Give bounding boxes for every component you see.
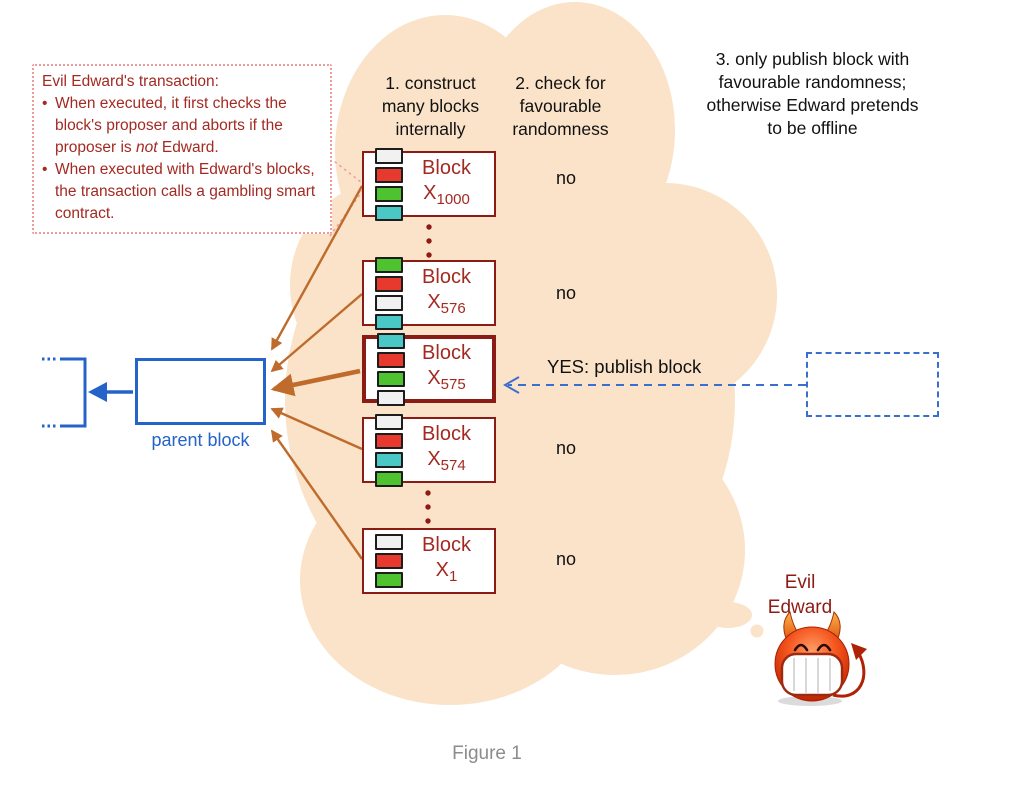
result-no-x574: no — [556, 438, 577, 458]
tx-square — [375, 470, 403, 487]
tx-square — [375, 185, 403, 202]
tx-square — [375, 432, 403, 449]
publish-arrow — [502, 376, 806, 394]
tx-square — [375, 553, 403, 569]
tx-square — [375, 572, 403, 588]
block-label: Block X1000 — [422, 157, 471, 208]
thought-bubble-small — [750, 624, 764, 638]
block-x1000: Block X1000 — [362, 147, 496, 221]
block-x575-highlighted: Block X575 — [362, 332, 496, 406]
tx-square — [375, 534, 403, 550]
block-x574: Block X574 — [362, 413, 496, 487]
bullet-text: When executed with Edward's blocks, the … — [55, 161, 316, 222]
result-no-x1000: no — [556, 168, 577, 188]
block-x1: Block X1 — [362, 528, 496, 594]
transaction-squares — [375, 147, 403, 221]
bullet-text: When executed, it first checks the block… — [55, 95, 287, 156]
parent-block-label: parent block — [151, 430, 250, 450]
ellipsis-dots — [425, 224, 432, 524]
devil-teeth — [793, 658, 831, 693]
block-label: Block X575 — [422, 342, 471, 393]
step-3-header: 3. only publish block with favourable ra… — [706, 49, 919, 138]
tx-square — [375, 256, 403, 273]
block-subscript: 576 — [440, 300, 466, 317]
block-subscript: 575 — [440, 376, 466, 393]
block-subscript: 1000 — [436, 191, 470, 208]
block-subscript: 1 — [449, 568, 458, 585]
chain-left-bracket — [42, 357, 87, 428]
devil-tail — [832, 651, 866, 698]
tx-square — [377, 351, 405, 368]
callout-bullet-1: • When executed, it first checks the blo… — [42, 93, 322, 159]
tx-square — [375, 275, 403, 292]
figure-caption: Figure 1 — [452, 743, 522, 764]
block-label: Block X574 — [422, 423, 471, 474]
devil-eye-left — [793, 643, 809, 652]
tx-square — [377, 332, 405, 349]
tx-square — [375, 147, 403, 164]
block-subscript: 574 — [440, 457, 466, 474]
tx-square — [377, 389, 405, 406]
devil-tail-tip — [851, 643, 867, 660]
tx-square — [375, 204, 403, 221]
callout-title: Evil Edward's transaction: — [42, 73, 219, 90]
character-name: Evil Edward — [767, 572, 833, 618]
parent-to-previous-arrow — [88, 382, 133, 402]
transaction-squares — [375, 413, 403, 487]
tx-square — [375, 313, 403, 330]
tx-square — [377, 370, 405, 387]
devil-emoji — [774, 610, 867, 706]
block-label: Block X1 — [422, 534, 471, 585]
bullet-marker: • — [42, 161, 48, 178]
result-yes-publish: YES: publish block — [547, 356, 702, 377]
parent-block — [135, 358, 266, 425]
callout-bullet-2: • When executed with Edward's blocks, th… — [42, 159, 322, 225]
step-2-header: 2. check for favourable randomness — [512, 73, 609, 139]
block-label: Block X576 — [422, 266, 471, 317]
transaction-squares — [375, 534, 403, 588]
tx-square — [375, 413, 403, 430]
devil-eye-right — [816, 643, 832, 652]
tx-square — [375, 166, 403, 183]
result-no-x576: no — [556, 283, 577, 303]
transaction-squares — [375, 256, 403, 330]
step-1-header: 1. construct many blocks internally — [381, 73, 480, 139]
tx-square — [375, 451, 403, 468]
transaction-squares — [377, 332, 405, 406]
thick-arrow-x575 — [270, 368, 361, 397]
thought-bubble-medium — [704, 602, 752, 628]
tx-square — [375, 294, 403, 311]
devil-grin — [780, 652, 844, 697]
block-to-parent-arrows — [270, 185, 364, 560]
block-x576: Block X576 — [362, 256, 496, 330]
bullet-marker: • — [42, 95, 48, 112]
published-block-placeholder — [806, 352, 939, 417]
result-no-x1: no — [556, 549, 577, 569]
transaction-callout: Evil Edward's transaction: • When execut… — [32, 64, 332, 234]
